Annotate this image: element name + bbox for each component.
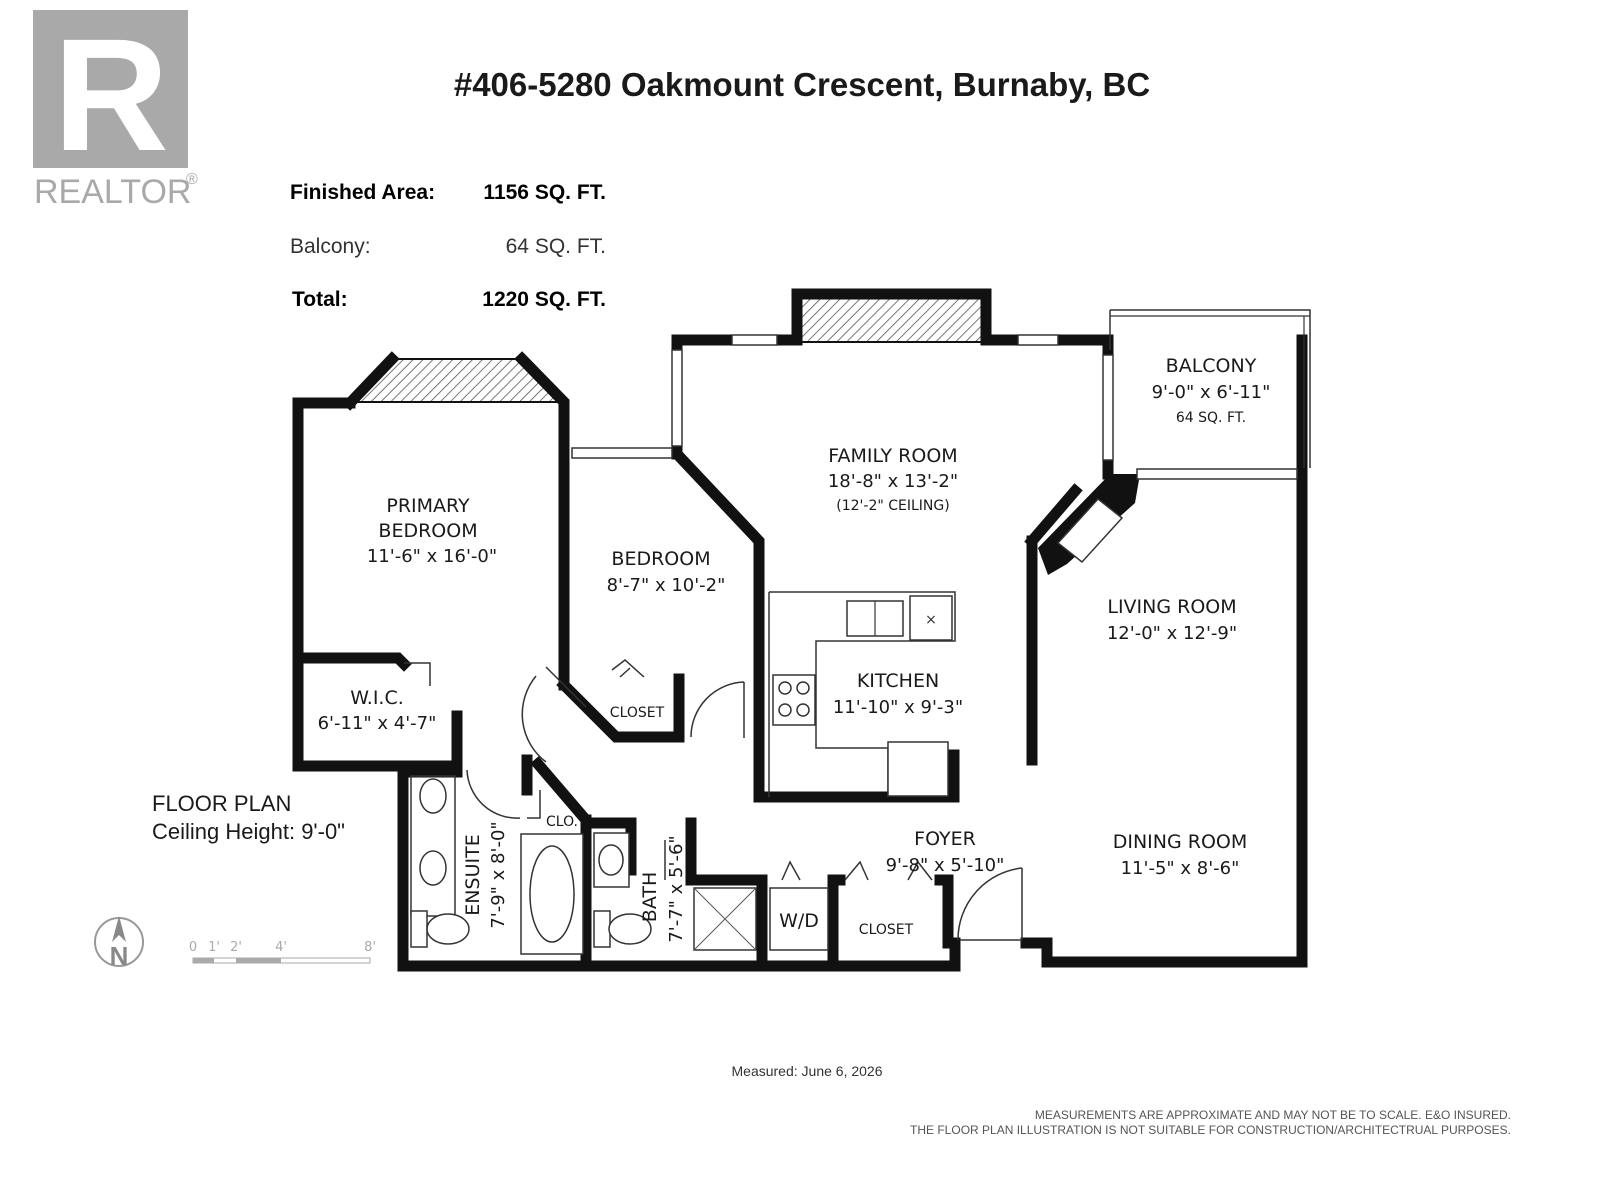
- primary-bedroom-name-1: PRIMARY: [386, 495, 470, 517]
- primary-bedroom-dims: 11'-6" x 16'-0": [367, 546, 497, 567]
- kitchen-name: KITCHEN: [857, 670, 939, 692]
- area-balcony-value: 64 SQ. FT.: [506, 235, 606, 258]
- balcony-name: BALCONY: [1166, 355, 1257, 377]
- primary-bedroom-name-2: BEDROOM: [378, 520, 477, 542]
- stove: [772, 674, 816, 726]
- kitchen-dims: 11'-10" x 9'-3": [833, 697, 963, 718]
- washer-dryer: [769, 887, 829, 951]
- foyer-name: FOYER: [914, 828, 976, 850]
- disclaimer-line-2: THE FLOOR PLAN ILLUSTRATION IS NOT SUITA…: [910, 1123, 1511, 1137]
- family-room-dims: 18'-8" x 13'-2": [828, 471, 958, 492]
- scale-tick-1: 1': [208, 940, 220, 955]
- scale-bar: 0 1' 2' 4' 8': [189, 940, 376, 964]
- scale-tick-2: 2': [230, 940, 242, 955]
- area-finished-label: Finished Area:: [290, 181, 435, 204]
- balcony-dims: 9'-0" x 6'-11": [1152, 382, 1271, 403]
- logo-letter: R: [53, 5, 169, 184]
- ensuite-name: ENSUITE: [462, 834, 484, 915]
- bath-dims: 7'-7" x 5'-6": [666, 835, 687, 942]
- living-room-name: LIVING ROOM: [1107, 596, 1236, 618]
- compass-letter: N: [110, 941, 129, 971]
- listing-title: #406-5280 Oakmount Crescent, Burnaby, BC: [454, 66, 1150, 103]
- area-balcony-label: Balcony:: [290, 235, 371, 258]
- dining-room-dims: 11'-5" x 8'-6": [1121, 858, 1240, 879]
- bedroom-name: BEDROOM: [611, 548, 710, 570]
- logo-registered-mark: ®: [186, 171, 198, 188]
- room-labels: BALCONY 9'-0" x 6'-11" 64 SQ. FT. FAMILY…: [318, 355, 1271, 943]
- floor-plan-label: FLOOR PLAN: [152, 791, 291, 816]
- bath-toilet: [608, 913, 652, 945]
- ensuite-toilet: [426, 913, 470, 945]
- balcony-area: 64 SQ. FT.: [1176, 410, 1246, 426]
- wic-dims: 6'-11" x 4'-7": [318, 713, 437, 734]
- family-room-name: FAMILY ROOM: [828, 445, 957, 467]
- foyer-dims: 9'-8" x 5'-10": [886, 855, 1005, 876]
- svg-text:×: ×: [925, 612, 937, 628]
- bedroom-closet-label: CLOSET: [610, 705, 665, 721]
- area-total-label: Total:: [292, 288, 348, 311]
- family-bay-window: [796, 293, 987, 343]
- fireplace: [1056, 497, 1124, 564]
- ensuite-sink-2: [419, 850, 447, 886]
- bath-name: BATH: [639, 872, 661, 922]
- area-finished-value: 1156 SQ. FT.: [483, 181, 606, 204]
- bathroom-fixtures: [410, 775, 829, 955]
- disclaimer-line-1: MEASUREMENTS ARE APPROXIMATE AND MAY NOT…: [1035, 1108, 1511, 1122]
- scale-tick-0: 0: [189, 940, 197, 955]
- wic-name: W.I.C.: [350, 687, 404, 709]
- dining-room-name: DINING ROOM: [1113, 831, 1248, 853]
- foyer-closet-label: CLOSET: [859, 922, 914, 938]
- ensuite-closet-label: CLO.: [546, 814, 578, 830]
- logo-wordmark: REALTOR: [34, 173, 191, 211]
- area-total-value: 1220 SQ. FT.: [482, 288, 606, 311]
- north-compass-icon: N: [94, 916, 144, 971]
- scale-tick-8: 8': [364, 940, 376, 955]
- scale-tick-4: 4': [275, 940, 287, 955]
- living-room-dims: 12'-0" x 12'-9": [1107, 623, 1237, 644]
- kitchen-island: [887, 741, 949, 797]
- realtor-logo: R REALTOR ®: [33, 5, 198, 211]
- family-room-ceiling: (12'-2" CEILING): [836, 498, 949, 514]
- wd-label: W/D: [779, 910, 819, 932]
- logo-square: [33, 10, 188, 168]
- measured-date: Measured: June 6, 2026: [732, 1063, 883, 1079]
- windows: [571, 334, 1298, 480]
- ensuite-dims: 7'-9" x 8'-0": [488, 821, 509, 928]
- balcony-outline: [1109, 309, 1311, 468]
- bedroom-dims: 8'-7" x 10'-2": [607, 575, 726, 596]
- kitchen-fixtures: ×: [768, 591, 956, 797]
- fridge: [909, 595, 953, 641]
- ceiling-height-label: Ceiling Height: 9'-0": [152, 819, 345, 844]
- area-summary: Finished Area: 1156 SQ. FT. Balcony: 64 …: [290, 181, 606, 311]
- bathtub: [520, 833, 584, 955]
- ensuite-sink-1: [419, 778, 447, 814]
- doors: [404, 659, 1023, 941]
